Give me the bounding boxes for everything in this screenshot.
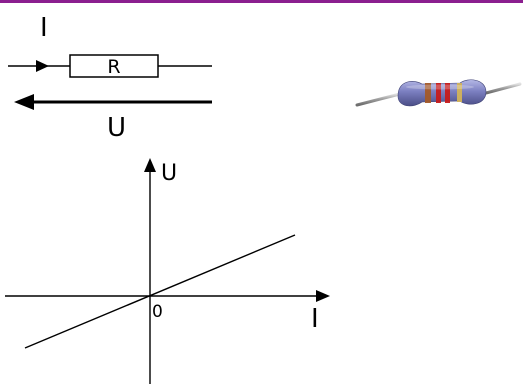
- resistor-lead-left: [355, 92, 402, 107]
- y-axis-arrowhead: [144, 158, 156, 172]
- voltage-label: U: [107, 113, 126, 143]
- x-axis-label: I: [311, 304, 319, 334]
- circuit-schematic: I R U: [8, 13, 212, 143]
- color-band-2: [436, 83, 441, 103]
- x-axis-arrowhead: [316, 290, 330, 302]
- current-label: I: [40, 13, 48, 43]
- color-band-4: [457, 83, 462, 102]
- resistor-body: [397, 79, 487, 107]
- resistor-highlight: [406, 84, 474, 90]
- y-axis-label: U: [161, 161, 177, 186]
- resistor-label: R: [107, 56, 120, 78]
- u-i-graph: U I 0: [5, 158, 330, 384]
- top-border: [0, 0, 523, 3]
- resistor-lead-right: [484, 82, 522, 95]
- color-band-1: [425, 83, 431, 103]
- voltage-arrowhead: [14, 94, 34, 110]
- color-band-3: [445, 83, 450, 103]
- ohmic-line: [24, 234, 296, 349]
- current-arrowhead: [36, 60, 49, 72]
- resistor-photo: [355, 79, 522, 107]
- origin-label: 0: [152, 302, 163, 322]
